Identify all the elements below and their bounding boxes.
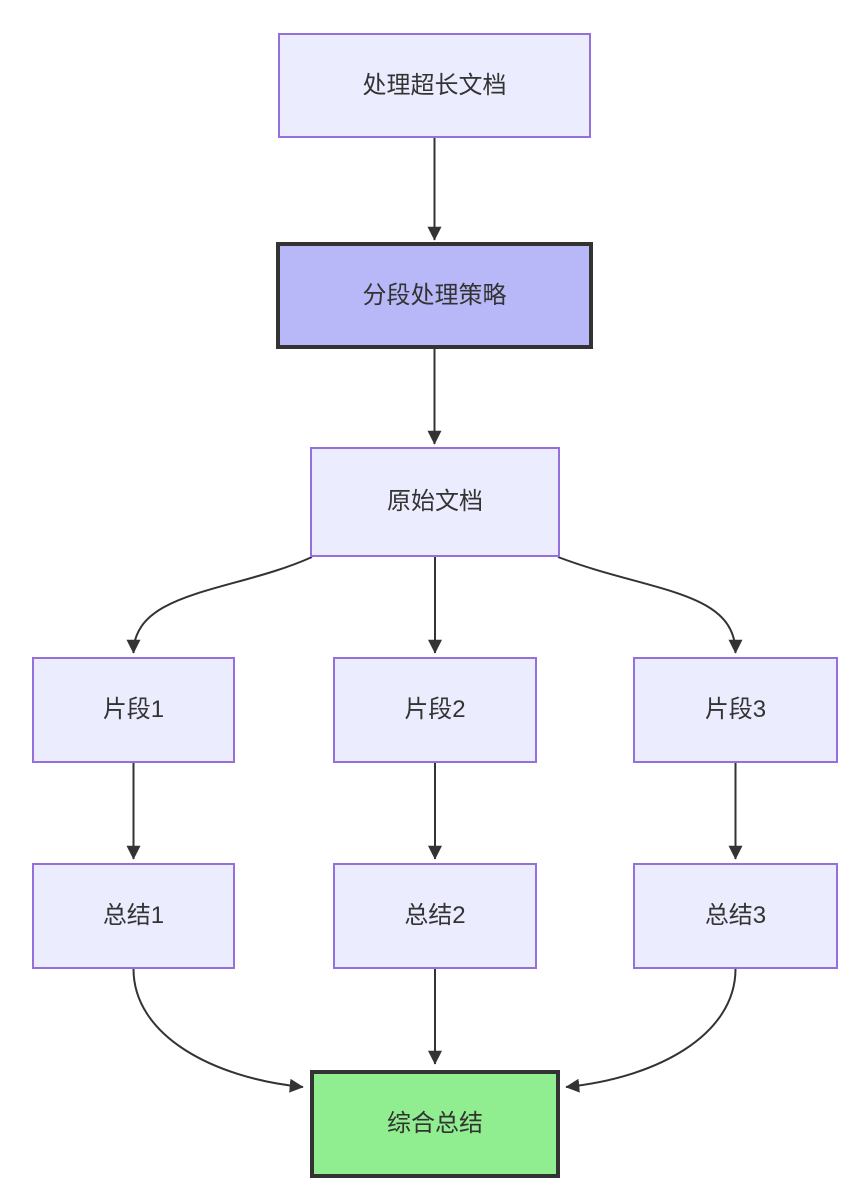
- node-summary-3: 总结3: [633, 863, 838, 969]
- node-fragment-3: 片段3: [633, 657, 838, 763]
- node-process-long-document: 处理超长文档: [278, 33, 591, 138]
- node-label: 片段1: [102, 696, 165, 724]
- node-label: 分段处理策略: [362, 281, 507, 309]
- node-summary-2: 总结2: [333, 863, 537, 969]
- node-label: 总结2: [404, 902, 466, 930]
- edge-original-to-fragment1: [126, 556, 313, 654]
- edge-summary1-to-combined: [132, 968, 304, 1093]
- node-label: 片段2: [404, 696, 466, 724]
- node-label: 片段3: [704, 696, 767, 724]
- node-segmentation-strategy: 分段处理策略: [276, 242, 593, 349]
- node-label: 处理超长文档: [362, 71, 507, 99]
- node-label: 总结1: [102, 902, 165, 930]
- node-combined-summary: 综合总结: [310, 1070, 560, 1178]
- node-label: 综合总结: [387, 1110, 483, 1138]
- node-summary-1: 总结1: [32, 863, 235, 969]
- node-fragment-2: 片段2: [333, 657, 537, 763]
- node-fragment-1: 片段1: [32, 657, 235, 763]
- node-original-document: 原始文档: [310, 447, 560, 557]
- node-label: 原始文档: [387, 488, 483, 516]
- node-label: 总结3: [704, 902, 767, 930]
- edge-summary3-to-combined: [565, 968, 737, 1093]
- edge-original-to-fragment3: [557, 556, 743, 654]
